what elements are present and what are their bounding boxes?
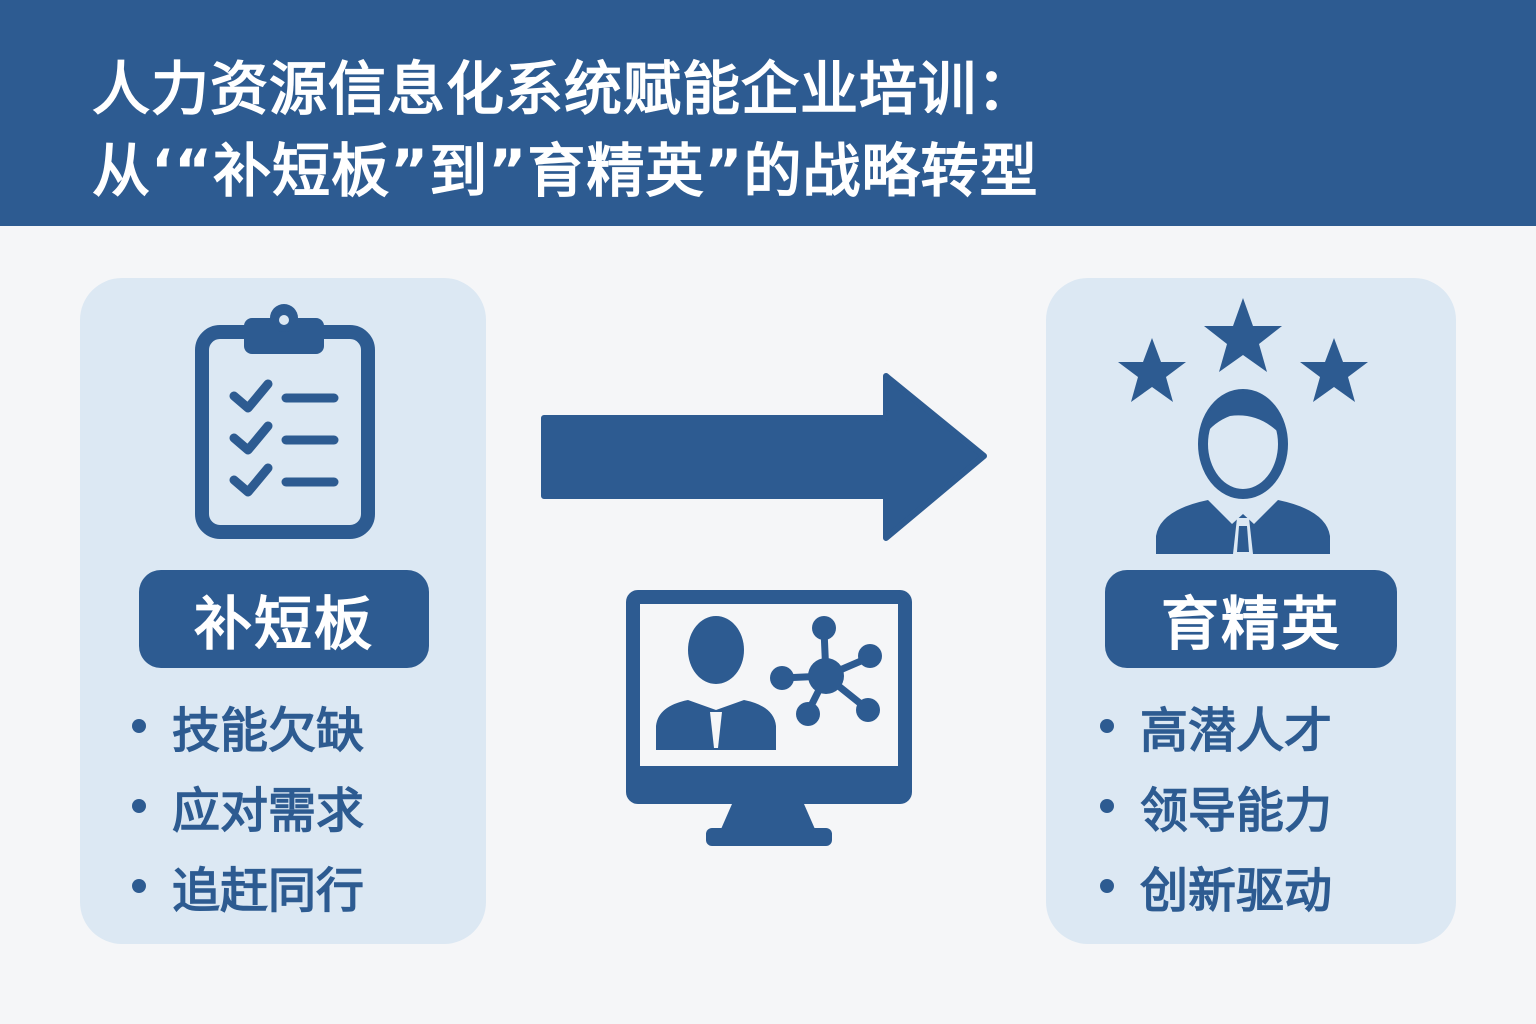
star-icon	[1118, 338, 1186, 402]
person-with-stars-icon	[1118, 298, 1368, 554]
list-item: 技能欠缺	[132, 686, 364, 766]
star-icon	[1204, 298, 1282, 372]
right-list: 高潜人才 领导能力 创新驱动	[1100, 686, 1332, 926]
left-list: 技能欠缺 应对需求 追赶同行	[132, 686, 364, 926]
list-item: 追赶同行	[132, 846, 364, 926]
star-icon	[1300, 338, 1368, 402]
list-item: 应对需求	[132, 766, 364, 846]
clipboard-checklist-icon	[195, 304, 375, 539]
header-banner: 人力资源信息化系统赋能企业培训： 从‘“补短板”到”育精英”的战略转型	[0, 0, 1536, 226]
title-line-2: 从‘“补短板”到”育精英”的战略转型	[92, 137, 1039, 205]
badge-fill-gaps: 补短板	[139, 570, 429, 668]
title-line-1: 人力资源信息化系统赋能企业培训：	[92, 55, 1037, 123]
badge-cultivate-elite: 育精英	[1105, 570, 1397, 668]
list-item: 创新驱动	[1100, 846, 1332, 926]
monitor-with-person-network-icon	[626, 590, 912, 846]
arrow-right-icon	[541, 373, 987, 541]
list-item: 领导能力	[1100, 766, 1332, 846]
list-item: 高潜人才	[1100, 686, 1332, 766]
